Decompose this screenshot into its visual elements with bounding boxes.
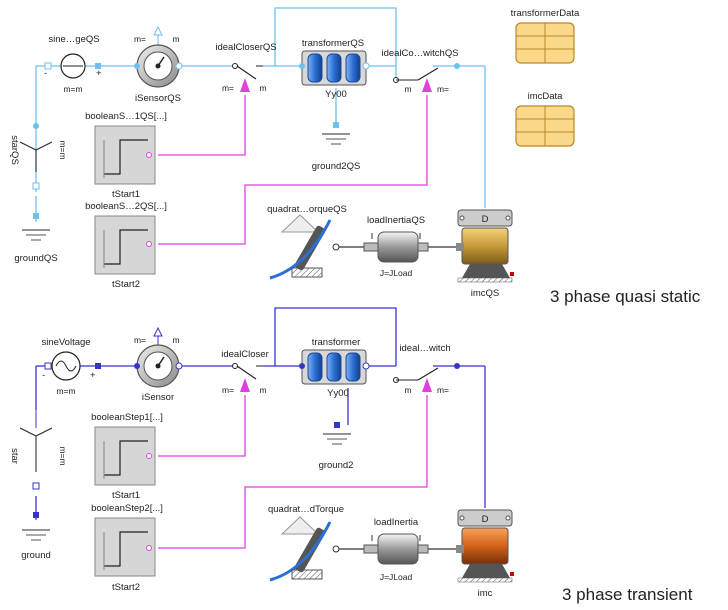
component-name: quadrat…orqueQS (267, 204, 347, 215)
component-param: J=JLoad (380, 572, 413, 582)
port-label: m= (222, 83, 234, 93)
qs-ideal-switch[interactable]: idealCo…witchQS m m= (381, 48, 460, 94)
tr-ideal-switch[interactable]: ideal…witch m m= (393, 343, 461, 395)
port-label: m= (437, 84, 449, 94)
qs-load-torque[interactable]: quadrat…orqueQS (267, 204, 347, 280)
record-imc-data[interactable]: imcData (515, 91, 575, 147)
component-param: tStart2 (112, 279, 140, 290)
qs-current-sensor[interactable]: m= m iSensorQS (134, 25, 183, 104)
record-transformer-data[interactable]: transformerData (511, 8, 580, 64)
port-label: m (172, 34, 179, 44)
machine-box-label: D (482, 214, 489, 225)
component-name: loadInertia (374, 517, 419, 528)
port-label: m (259, 385, 266, 395)
component-name: idealCloser (221, 349, 269, 360)
plus-sign: + (90, 370, 96, 381)
qs-induction-machine[interactable]: D imcQS (456, 209, 514, 299)
record-label: imcData (528, 91, 564, 102)
component-param: m=m (58, 446, 68, 465)
tr-boolean-wires (158, 395, 428, 549)
component-param: m=m (56, 386, 75, 396)
tr-induction-machine[interactable]: D imc (456, 509, 514, 599)
component-param: Yy00 (325, 89, 347, 100)
tr-ideal-closer[interactable]: idealCloser m= m (221, 349, 269, 395)
component-name: booleanStep1[...] (91, 412, 163, 423)
component-name: idealCo…witchQS (381, 48, 458, 59)
minus-sign: - (42, 370, 45, 381)
tr-boolean-step-2[interactable]: booleanStep2[...] tStart2 (91, 503, 163, 593)
component-param: m=m (63, 84, 82, 94)
port-label: m (404, 84, 411, 94)
tr-ground[interactable]: ground (21, 512, 51, 561)
component-param: tStart1 (112, 490, 140, 501)
component-param: tStart2 (112, 582, 140, 593)
qs-ideal-closer[interactable]: idealCloserQS m= m (215, 42, 276, 93)
component-param: J=JLoad (380, 268, 413, 278)
component-name: ground2QS (312, 161, 361, 172)
component-name: iSensor (142, 392, 174, 403)
record-label: transformerData (511, 8, 580, 19)
component-name: loadInertiaQS (367, 215, 425, 226)
component-name: imc (478, 588, 493, 599)
component-param: Yy00 (327, 388, 349, 399)
section-title-transient: 3 phase transient (562, 585, 693, 604)
component-param: m=m (58, 140, 68, 159)
tr-load-inertia[interactable]: loadInertia J=JLoad (363, 517, 429, 582)
component-name: booleanS…1QS[...] (85, 111, 167, 122)
component-name: booleanS…2QS[...] (85, 201, 167, 212)
port-label: m= (134, 335, 146, 345)
component-param: tStart1 (112, 189, 140, 200)
qs-load-inertia[interactable]: loadInertiaQS J=JLoad (363, 215, 429, 278)
section-quasi-static: sine…geQS - + m=m m= m iSensorQS id (9, 7, 701, 306)
qs-transformer[interactable]: transformerQS Yy00 (299, 38, 370, 100)
component-name: booleanStep2[...] (91, 503, 163, 514)
machine-box-label: D (482, 514, 489, 525)
component-name: sineVoltage (41, 337, 90, 348)
component-name: ground2 (319, 460, 354, 471)
component-name: starQS (9, 135, 20, 165)
component-name: ground (21, 550, 51, 561)
qs-boolean-step-2[interactable]: booleanS…2QS[...] tStart2 (85, 201, 167, 290)
section-title-quasi-static: 3 phase quasi static (550, 287, 701, 306)
port-label: m (259, 83, 266, 93)
component-name: transformerQS (302, 38, 364, 49)
qs-boolean-step-1[interactable]: booleanS…1QS[...] tStart1 (85, 111, 167, 200)
tr-boolean-step-1[interactable]: booleanStep1[...] tStart1 (91, 412, 163, 501)
component-name: sine…geQS (48, 34, 99, 45)
component-name: ideal…witch (399, 343, 450, 354)
port-label: m (172, 335, 179, 345)
component-name: iSensorQS (135, 93, 181, 104)
minus-sign: - (44, 68, 47, 79)
qs-voltage-source[interactable]: sine…geQS - + m=m (44, 34, 102, 94)
qs-ground[interactable]: groundQS (14, 213, 58, 264)
tr-voltage-source[interactable]: sineVoltage - + m=m (41, 337, 101, 396)
tr-star[interactable]: star m=m (9, 410, 68, 490)
component-name: groundQS (14, 253, 57, 264)
port-label: m= (222, 385, 234, 395)
plus-sign: + (96, 68, 102, 79)
tr-current-sensor[interactable]: m= m iSensor (134, 326, 183, 403)
port-label: m= (134, 34, 146, 44)
component-name: quadrat…dTorque (268, 504, 344, 515)
tr-ground2[interactable]: ground2 (319, 422, 354, 471)
tr-transformer[interactable]: transformer Yy00 (299, 337, 370, 399)
port-label: m= (437, 385, 449, 395)
component-name: transformer (312, 337, 361, 348)
component-name: idealCloserQS (215, 42, 276, 53)
qs-ground2[interactable]: ground2QS (312, 122, 361, 172)
tr-load-torque[interactable]: quadrat…dTorque (268, 504, 344, 582)
component-name: star (9, 448, 20, 464)
qs-boolean-wires (158, 95, 428, 245)
component-name: imcQS (471, 288, 500, 299)
section-transient: sineVoltage - + m=m m= m iSensor idealCl… (9, 307, 693, 604)
port-label: m (404, 385, 411, 395)
qs-star[interactable]: starQS m=m (9, 123, 68, 190)
